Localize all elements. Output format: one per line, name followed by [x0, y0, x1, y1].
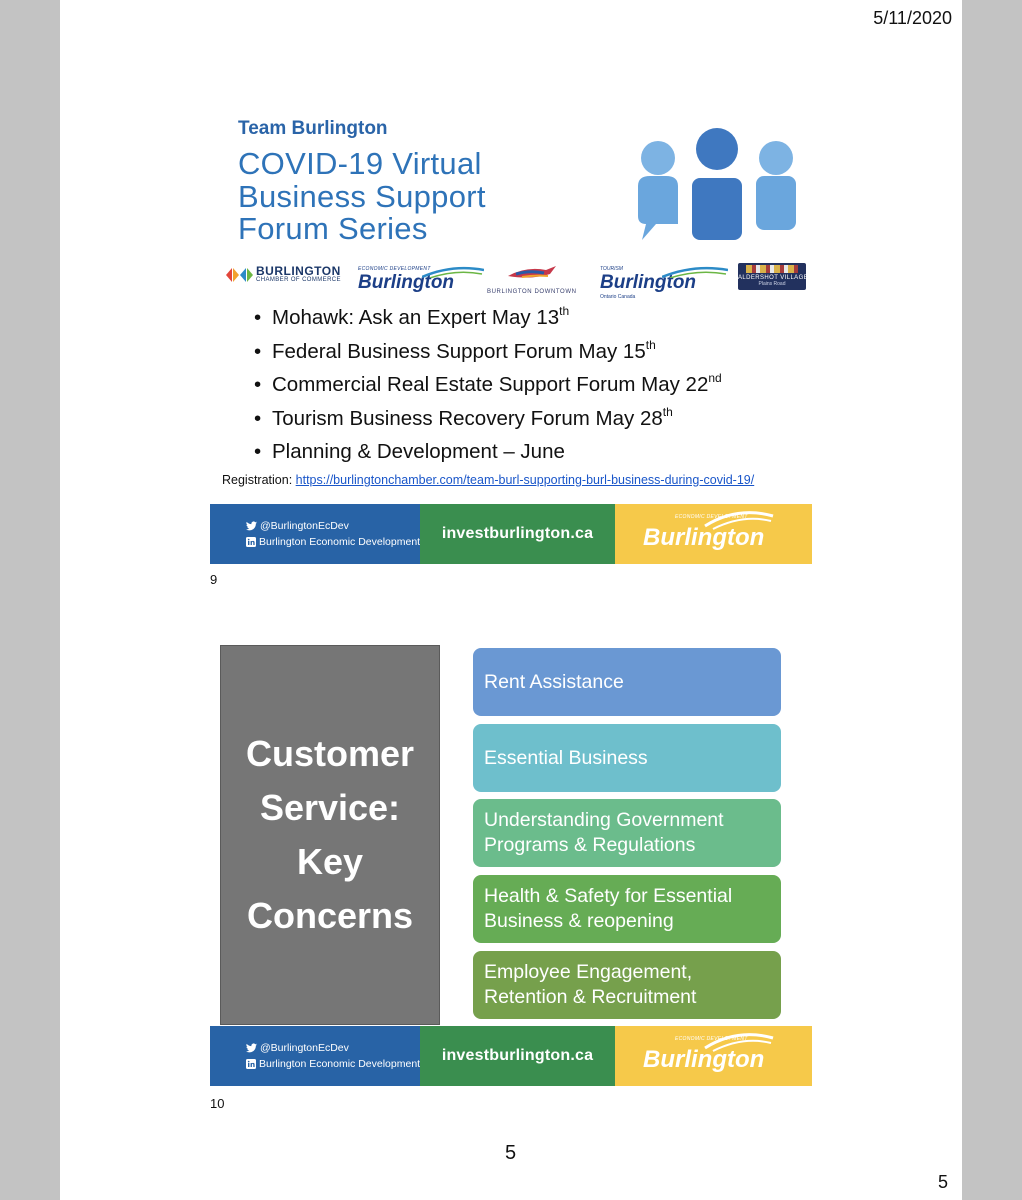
corner-page-number: 5 [937, 1172, 948, 1192]
social-panel: @BurlingtonEcDev Burlington Economic Dev… [210, 504, 420, 564]
key-concerns-panel: Customer Service: Key Concerns [220, 645, 440, 1025]
list-item: •Commercial Real Estate Support Forum Ma… [254, 371, 722, 396]
website-link[interactable]: investburlington.ca [420, 1026, 615, 1086]
concern-item-rent-assistance: Rent Assistance [473, 648, 781, 716]
linkedin-icon [246, 537, 256, 547]
chamber-mark-icon [226, 267, 253, 282]
website-link[interactable]: investburlington.ca [420, 504, 615, 564]
concern-item-employee-engagement: Employee Engagement, Retention & Recruit… [473, 951, 781, 1019]
footer-banner: @BurlingtonEcDev Burlington Economic Dev… [210, 504, 812, 564]
people-speech-bubble-icon [638, 128, 796, 240]
social-panel: @BurlingtonEcDev Burlington Economic Dev… [210, 1026, 420, 1086]
print-date: 5/11/2020 [873, 8, 952, 28]
slide-number: 10 [210, 1096, 225, 1111]
burlington-ed-brand: ECONOMIC DEVELOPMENT Burlington [615, 504, 812, 564]
concern-item-health-safety: Health & Safety for Essential Business &… [473, 875, 781, 943]
downtown-bird-icon [507, 266, 556, 278]
swoosh-icon [662, 266, 728, 278]
concern-item-government-programs: Understanding Government Programs & Regu… [473, 799, 781, 867]
document-page [60, 0, 962, 1200]
list-item: •Mohawk: Ask an Expert May 13th [254, 304, 570, 329]
swoosh-icon [704, 1033, 774, 1052]
registration-link[interactable]: https://burlingtonchamber.com/team-burl-… [295, 473, 755, 487]
footer-banner: @BurlingtonEcDev Burlington Economic Dev… [210, 1026, 812, 1086]
tourism-burlington-logo: TOURISM Burlington Ontario Canada [600, 266, 728, 300]
registration-line: Registration: https://burlingtonchamber.… [222, 473, 755, 487]
forum-title-line-2: Business Support [238, 179, 486, 214]
burlington-ed-brand: ECONOMIC DEVELOPMENT Burlington [615, 1026, 812, 1086]
economic-development-logo: ECONOMIC DEVELOPMENT Burlington [358, 266, 484, 294]
forum-schedule-list: •Mohawk: Ask an Expert May 13th •Federal… [254, 303, 722, 471]
list-item: •Planning & Development – June [254, 440, 565, 463]
page-number: 5 [505, 1142, 517, 1164]
slide-number: 9 [210, 572, 218, 587]
twitter-icon [246, 521, 257, 531]
list-item: •Federal Business Support Forum May 15th [254, 337, 656, 363]
slide-heading: Customer Service: Key Concerns [245, 733, 415, 936]
linkedin-icon [246, 1059, 256, 1069]
forum-title-line-3: Forum Series [238, 211, 428, 246]
chamber-of-commerce-logo: BURLINGTON CHAMBER OF COMMERCE [226, 264, 341, 284]
burlington-downtown-logo: BURLINGTON DOWNTOWN [487, 264, 577, 295]
twitter-handle[interactable]: @BurlingtonEcDev [246, 520, 349, 532]
linkedin-page[interactable]: Burlington Economic Development [246, 536, 420, 548]
swoosh-icon [422, 266, 484, 278]
linkedin-page[interactable]: Burlington Economic Development [246, 1058, 420, 1070]
twitter-icon [246, 1043, 257, 1053]
forum-title-line-1: COVID-19 Virtual [238, 146, 482, 181]
team-label: Team Burlington [238, 118, 388, 139]
twitter-handle[interactable]: @BurlingtonEcDev [246, 1042, 349, 1054]
list-item: •Tourism Business Recovery Forum May 28t… [254, 404, 673, 430]
swoosh-icon [704, 511, 774, 530]
aldershot-village-logo: ALDERSHOT VILLAGE Plains Road [738, 263, 808, 290]
concern-item-essential-business: Essential Business [473, 724, 781, 792]
